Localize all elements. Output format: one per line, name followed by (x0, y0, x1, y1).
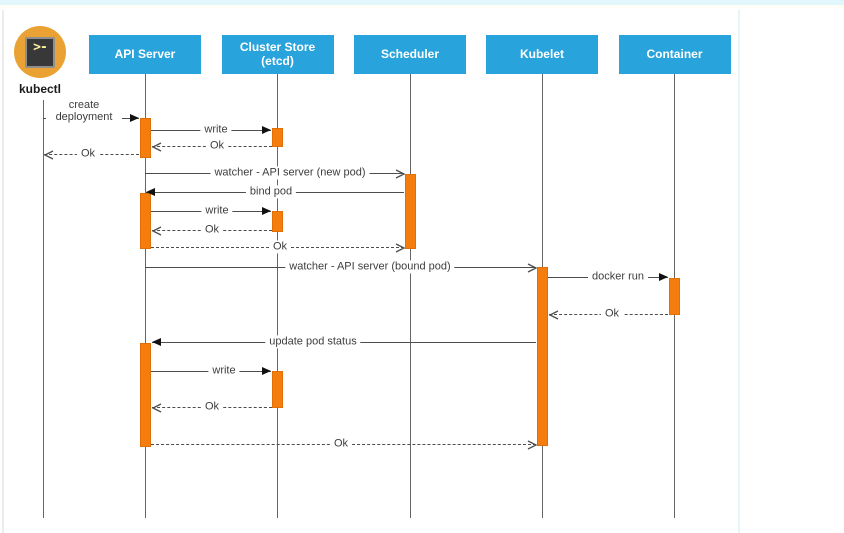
actor-label-container: Container (646, 46, 703, 61)
actor-label-api-server: API Server (114, 46, 176, 61)
arrowhead-open-left (151, 140, 163, 158)
arrowhead-open-left (151, 224, 163, 242)
message-label: create deployment (46, 98, 122, 124)
message-label: write (208, 364, 240, 378)
arrowhead-open-right (526, 438, 538, 456)
activation-bar-api-server (139, 118, 151, 158)
arrowhead-open-right (394, 167, 406, 185)
message-label: Ok (600, 307, 624, 321)
page-left-edge (2, 10, 4, 533)
actor-box-container: Container (618, 35, 731, 74)
actor-box-kubelet: Kubelet (486, 35, 598, 74)
activation-bar-scheduler (404, 174, 416, 249)
arrowhead-filled-left (146, 188, 155, 196)
top-strip-lower (0, 5, 844, 8)
arrowhead-filled-right (130, 114, 139, 122)
activation-bar-kubelet (536, 267, 548, 446)
terminal-screen: >- (25, 36, 55, 68)
activation-bar-container (669, 278, 680, 315)
arrowhead-open-left (43, 148, 55, 166)
actor-label-kubelet: Kubelet (519, 46, 564, 61)
actor-label-cluster-store: Cluster Store (etcd) (239, 39, 316, 68)
arrowhead-filled-right (262, 207, 271, 215)
activation-bar-api-server (139, 193, 151, 249)
actor-box-scheduler: Scheduler (354, 35, 466, 74)
message-label: Ok (268, 240, 292, 254)
actor-label-scheduler: Scheduler (380, 46, 440, 61)
terminal-icon: >- (14, 26, 66, 78)
message-label: bind pod (245, 185, 297, 199)
message-label: update pod status (265, 335, 361, 349)
message-label: Ok (205, 139, 229, 153)
page-right-edge (738, 10, 740, 533)
terminal-prompt-glyph: >- (33, 39, 48, 55)
arrowhead-open-right (394, 241, 406, 259)
activation-bar-api-server (139, 343, 151, 447)
top-strip (0, 0, 844, 5)
actor-box-api-server: API Server (89, 35, 201, 74)
activation-bar-cluster-store (272, 211, 283, 232)
message-label: Ok (200, 223, 224, 237)
activation-bar-cluster-store (272, 371, 283, 408)
message-label: Ok (329, 437, 353, 451)
message-label: docker run (588, 270, 648, 284)
message-label: Ok (76, 147, 100, 161)
message-label: write (200, 123, 232, 137)
arrowhead-filled-right (262, 367, 271, 375)
message-label: watcher - API server (bound pod) (285, 260, 455, 274)
lifeline-kubectl (42, 100, 44, 518)
arrowhead-filled-right (659, 273, 668, 281)
actor-label-kubectl: kubectl (18, 82, 62, 96)
arrowhead-filled-right (262, 126, 271, 134)
arrowhead-open-left (548, 308, 560, 326)
lifeline-cluster-store (277, 74, 278, 518)
arrowhead-open-right (526, 261, 538, 279)
actor-box-cluster-store: Cluster Store (etcd) (221, 35, 334, 74)
lifeline-api-server (144, 74, 146, 518)
activation-bar-cluster-store (272, 128, 283, 147)
message-label: write (201, 204, 233, 218)
arrowhead-open-left (151, 401, 163, 419)
message-label: watcher - API server (new pod) (210, 166, 370, 180)
lifeline-scheduler (409, 74, 411, 518)
message-label: Ok (200, 400, 224, 414)
arrowhead-filled-left (152, 338, 161, 346)
